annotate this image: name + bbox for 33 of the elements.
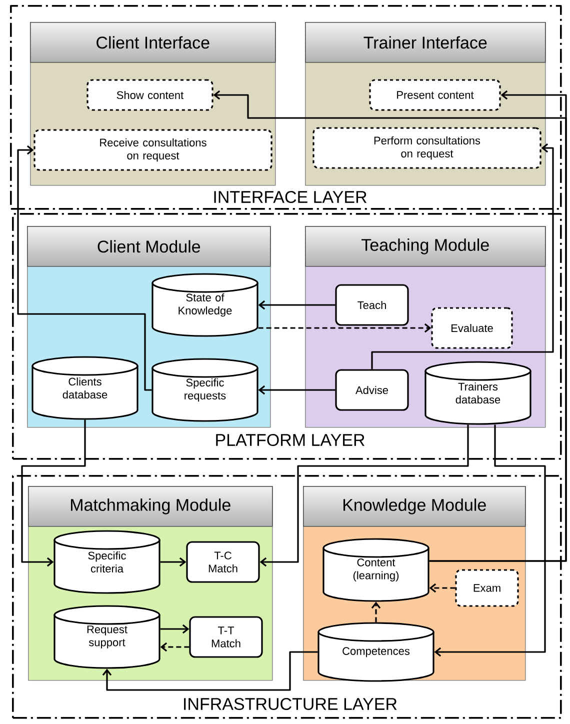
database-cylinder: State of Knowledge [152, 273, 258, 337]
arrow [429, 583, 456, 593]
arrow [160, 642, 190, 652]
arrow [258, 385, 336, 395]
arrow [258, 323, 432, 333]
database-cylinder: Request support [54, 605, 160, 669]
process-box: T-T Match [189, 616, 263, 658]
arrow [17, 145, 152, 391]
database-cylinder: Competences [318, 622, 434, 682]
arrow [371, 602, 381, 622]
database-cylinder: Trainers database [424, 361, 532, 425]
arrow [258, 300, 336, 310]
dashed-process-box: Perform consultations on request [312, 127, 542, 169]
arrow [260, 424, 469, 567]
arrow [371, 143, 554, 370]
process-box: T-C Match [186, 541, 260, 583]
arrow [434, 424, 546, 657]
dashed-process-box: Show content [86, 79, 214, 111]
arrow [213, 90, 567, 562]
process-box: Teach [335, 284, 409, 326]
database-cylinder: Specific criteria [54, 530, 160, 594]
database-cylinder: Specific requests [152, 358, 258, 422]
arrow [21, 420, 86, 567]
process-box: Advise [335, 369, 409, 411]
dashed-process-box: Evaluate [431, 307, 513, 349]
arrow [160, 624, 190, 634]
arrow [160, 557, 186, 567]
dashed-process-box: Present content [369, 79, 501, 111]
dashed-process-box: Receive consultations on request [34, 129, 272, 171]
database-cylinder: Clients database [32, 356, 138, 420]
database-cylinder: Content (learning) [322, 538, 430, 602]
dashed-process-box: Exam [455, 569, 519, 607]
arrow [102, 651, 318, 691]
